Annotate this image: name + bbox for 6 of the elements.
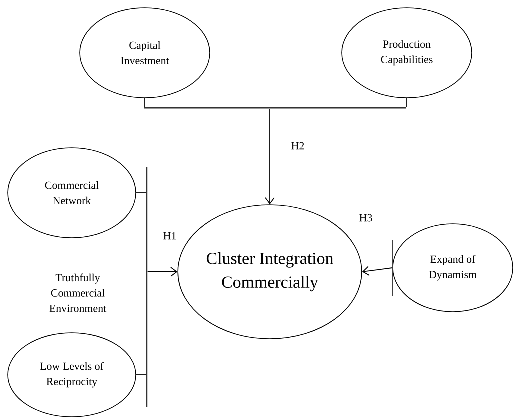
construct-label: Truthfully Commercial Environment	[50, 274, 107, 312]
edge-label: H1	[162, 231, 178, 241]
edge-label: H2	[290, 141, 306, 151]
arrow	[265, 108, 275, 205]
arrow	[147, 267, 178, 277]
arrow	[362, 266, 394, 276]
